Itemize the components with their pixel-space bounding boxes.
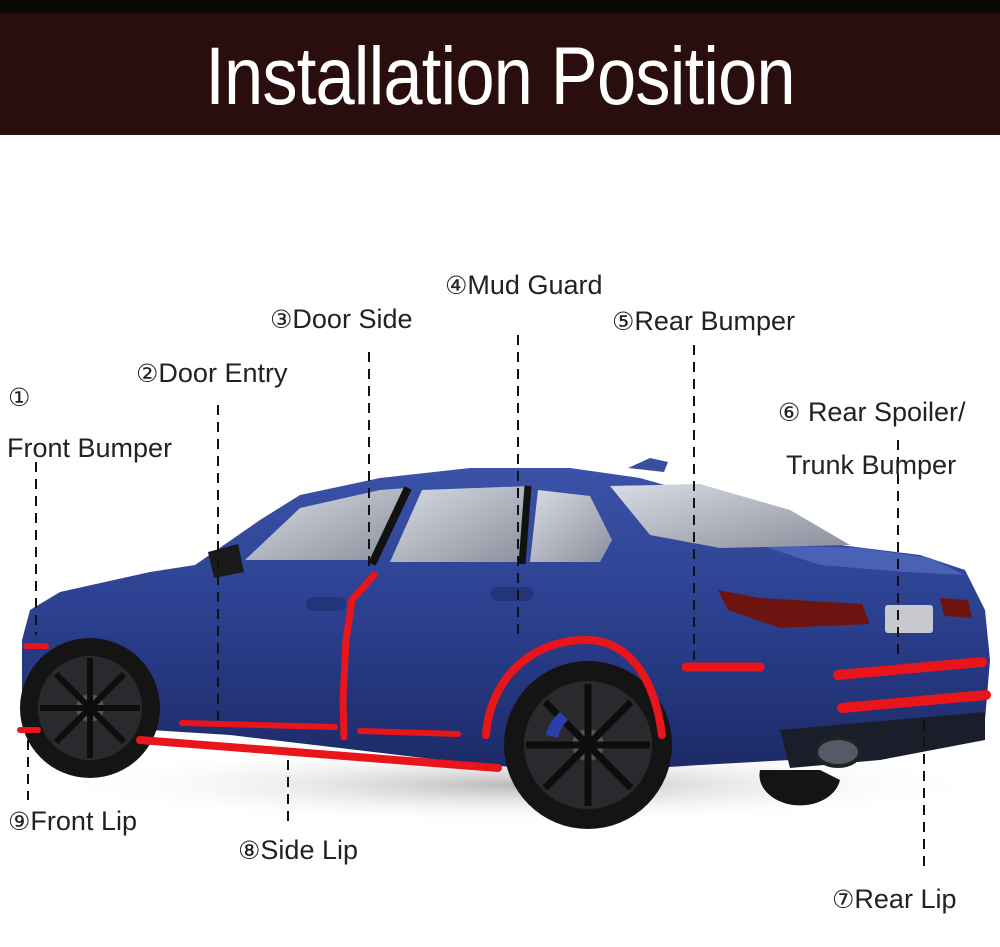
far-rear-wheel [759, 770, 840, 806]
strip-door-entry-rear [357, 728, 461, 737]
number-4: ④ [445, 271, 468, 300]
license-plate [885, 605, 933, 633]
strip-door-entry [179, 720, 338, 730]
front-wheel [20, 638, 160, 778]
strip-mud-guard [482, 635, 666, 739]
label-front-lip: ⑨Front Lip [8, 806, 137, 837]
exhaust [814, 736, 862, 768]
label-rear-spoiler-text: Rear Spoiler/ [807, 397, 966, 427]
strip-rear-lip [837, 690, 991, 713]
number-9: ⑨ [8, 807, 31, 836]
label-door-entry-text: Door Entry [158, 358, 288, 388]
label-door-entry: ②Door Entry [136, 358, 287, 389]
strip-door-side [339, 571, 378, 741]
label-rear-spoiler: ⑥ Rear Spoiler/ [778, 397, 966, 428]
label-mud-guard-text: Mud Guard [467, 270, 603, 300]
label-mud-guard: ④Mud Guard [445, 270, 603, 301]
strip-side-lip [136, 736, 502, 772]
tail-light [718, 590, 870, 628]
label-front-bumper-num: ① [8, 382, 30, 413]
number-8: ⑧ [238, 836, 261, 865]
label-side-lip-text: Side Lip [260, 835, 358, 865]
trim-strips [17, 571, 991, 772]
windshield [245, 488, 408, 560]
label-front-lip-text: Front Lip [30, 806, 137, 836]
label-rear-bumper-text: Rear Bumper [634, 306, 795, 336]
rear-deck [760, 545, 965, 575]
number-7: ⑦ [832, 885, 855, 914]
number-2: ② [136, 359, 159, 388]
side-mirror [208, 544, 244, 578]
rear-door-window [530, 490, 612, 562]
number-6: ⑥ [778, 398, 801, 427]
label-door-side-text: Door Side [292, 304, 413, 334]
label-door-side: ③Door Side [270, 304, 413, 335]
label-rear-lip: ⑦Rear Lip [832, 884, 956, 915]
label-trunk-bumper: Trunk Bumper [786, 450, 957, 480]
front-door-window [390, 486, 530, 562]
title-banner: Installation Position [0, 0, 1000, 135]
number-5: ⑤ [612, 307, 635, 336]
label-side-lip: ⑧Side Lip [238, 835, 358, 866]
number-3: ③ [270, 305, 293, 334]
label-front-bumper: Front Bumper [7, 433, 173, 463]
label-rear-lip-text: Rear Lip [854, 884, 957, 914]
rear-window [610, 484, 850, 548]
roof-antenna [628, 458, 668, 472]
strip-trunk-bumper [833, 657, 987, 680]
rear-wheel [504, 661, 672, 829]
banner-title: Installation Position [205, 31, 795, 122]
label-rear-bumper: ⑤Rear Bumper [612, 306, 795, 337]
number-1: ① [8, 383, 31, 412]
leader-lines [27, 335, 925, 868]
